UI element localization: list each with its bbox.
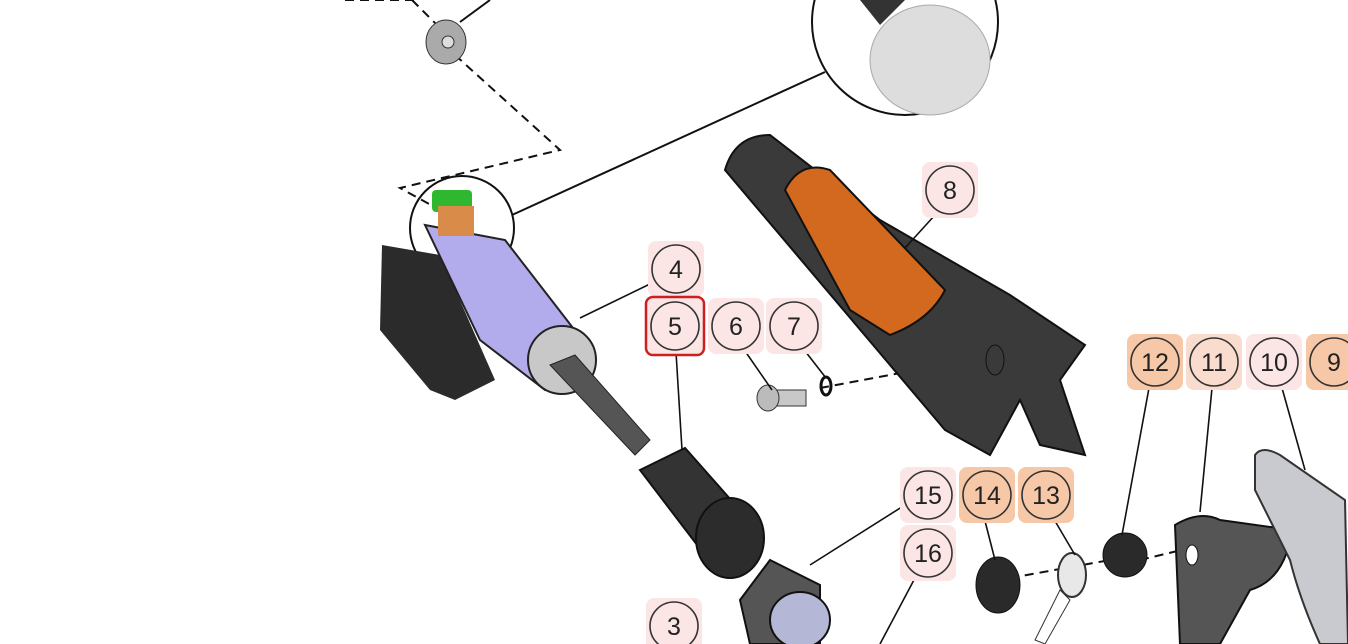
callout-label: 15 (914, 482, 942, 510)
callout-tag-background (900, 467, 956, 523)
callout-circle (1189, 337, 1239, 387)
callout-label: 10 (1260, 349, 1288, 377)
callout-tag-background (708, 298, 764, 354)
callout-circle (1021, 470, 1071, 520)
callout-label: 13 (1032, 482, 1060, 510)
callout-label: 12 (1141, 349, 1169, 377)
callout-label: 8 (943, 177, 957, 205)
callout-tag-background (647, 298, 703, 354)
part-nut (738, 558, 831, 644)
callout-tag-background (1186, 334, 1242, 390)
part-screw (756, 375, 833, 412)
callout-circle (962, 470, 1012, 520)
callout-tag-background (922, 162, 978, 218)
callout-label: 14 (973, 482, 1001, 510)
callout-5[interactable]: 5 (644, 295, 706, 357)
callout-circle (1130, 337, 1180, 387)
callout-6[interactable]: 6 (708, 298, 764, 354)
callout-circle (903, 470, 953, 520)
callout-14[interactable]: 14 (959, 467, 1015, 523)
callout-circle (650, 301, 700, 351)
callout-tag-background (1246, 334, 1302, 390)
callout-7[interactable]: 7 (766, 298, 822, 354)
callout-circle (1309, 337, 1348, 387)
callout-tag-background (1306, 334, 1348, 390)
callout-circle (903, 528, 953, 578)
callout-tag-background (1018, 467, 1074, 523)
callout-tag-background (646, 598, 702, 644)
callout-13[interactable]: 13 (1018, 467, 1074, 523)
callout-label: 6 (729, 313, 743, 341)
callout-circle (711, 301, 761, 351)
callout-tag-background (766, 298, 822, 354)
callout-circle (651, 244, 701, 294)
callout-tag-background (900, 525, 956, 581)
callout-circle (649, 601, 699, 644)
callout-16[interactable]: 16 (900, 525, 956, 581)
callout-label: 4 (669, 256, 683, 284)
callout-label: 3 (667, 613, 681, 641)
callout-9[interactable]: 9 (1306, 334, 1348, 390)
part-small-bearing (425, 0, 491, 65)
callout-10[interactable]: 10 (1246, 334, 1302, 390)
leader-lines (579, 214, 1306, 644)
callout-11[interactable]: 11 (1186, 334, 1242, 390)
part-handle-housing (723, 133, 1087, 457)
callout-15[interactable]: 15 (900, 467, 956, 523)
part-knurled-nut (975, 556, 1021, 614)
callout-circle (769, 301, 819, 351)
callout-label: 5 (668, 313, 682, 341)
detail-magnifier-top (511, 0, 999, 216)
callout-circle (1249, 337, 1299, 387)
selection-highlight (644, 295, 706, 357)
callout-12[interactable]: 12 (1127, 334, 1183, 390)
callout-tag-background (959, 467, 1015, 523)
callout-label: 16 (914, 540, 942, 568)
callout-label: 11 (1201, 349, 1227, 377)
callout-3[interactable]: 3 (646, 598, 702, 644)
callout-4[interactable]: 4 (648, 241, 704, 297)
part-washer-13 (1034, 552, 1087, 644)
callout-label: 7 (787, 313, 801, 341)
part-blade-11 (1173, 515, 1294, 644)
callout-tag-background (1127, 334, 1183, 390)
callout-circle (925, 165, 975, 215)
callout-tag-background (648, 241, 704, 297)
part-sleeve (638, 446, 765, 579)
part-nut-12 (1102, 532, 1148, 578)
callout-label: 9 (1327, 349, 1341, 377)
callout-8[interactable]: 8 (922, 162, 978, 218)
callout-group: 3 4 5 6 7 8 9 10 11 12 13 14 15 16 (644, 162, 1348, 644)
part-motor-assembly (380, 190, 651, 456)
